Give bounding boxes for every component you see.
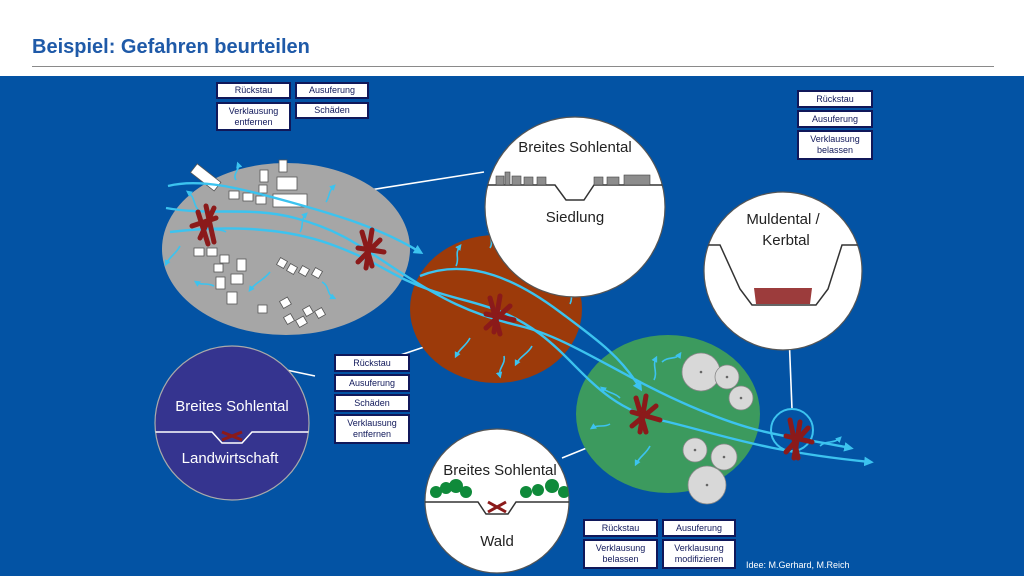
debris-jam-settlement-right bbox=[355, 227, 387, 271]
wald-profile bbox=[425, 479, 569, 515]
landwirtschaft-caption: Landwirtschaft bbox=[182, 450, 280, 467]
siedlung-profile bbox=[485, 171, 665, 201]
callout-muldental bbox=[703, 191, 863, 351]
tag-mulde-ausuferung: Ausuferung bbox=[797, 110, 873, 128]
diagram-area: Breites Sohlental Siedlung Muldental / K… bbox=[0, 76, 1024, 576]
wald-heading: Breites Sohlental bbox=[443, 462, 556, 479]
tag-siedlung-ausuferung: Ausuferung bbox=[295, 82, 369, 99]
tag-mitte-verklausung: Verklausung entfernen bbox=[334, 414, 410, 444]
tag-siedlung-rueckstau: Rückstau bbox=[216, 82, 291, 99]
debris-jam-forest bbox=[629, 393, 663, 435]
tag-mitte-rueckstau: Rückstau bbox=[334, 354, 410, 372]
callout-siedlung bbox=[484, 116, 666, 298]
flow-arrows bbox=[164, 161, 842, 467]
tag-siedlung-verklausung: Verklausung entfernen bbox=[216, 102, 291, 131]
bridge-crossing bbox=[770, 408, 814, 452]
slide-title: Beispiel: Gefahren beurteilen bbox=[32, 36, 310, 58]
debris-jam-bridge bbox=[783, 417, 815, 461]
settlement-buildings bbox=[189, 159, 327, 329]
forest-trees bbox=[681, 352, 754, 505]
tag-mitte-schaeden: Schäden bbox=[334, 394, 410, 412]
tree-centers bbox=[693, 370, 743, 487]
landwirtschaft-heading: Breites Sohlental bbox=[175, 398, 288, 415]
title-divider bbox=[32, 66, 994, 67]
landwirtschaft-profile bbox=[155, 430, 309, 444]
debris-jam-settlement-left bbox=[189, 203, 219, 247]
tag-unten-belassen: Verklausung belassen bbox=[583, 539, 658, 569]
tag-mulde-rueckstau: Rückstau bbox=[797, 90, 873, 108]
muldental-heading: Muldental / bbox=[746, 211, 820, 228]
siedlung-heading: Breites Sohlental bbox=[518, 139, 631, 156]
muldental-heading-2: Kerbtal bbox=[762, 232, 810, 249]
settlement-zone bbox=[162, 163, 410, 335]
wald-caption: Wald bbox=[480, 533, 514, 550]
tag-unten-modifizieren: Verklausung modifizieren bbox=[662, 539, 736, 569]
credit-text: Idee: M.Gerhard, M.Reich bbox=[746, 560, 850, 570]
tag-mitte-ausuferung: Ausuferung bbox=[334, 374, 410, 392]
main-streams bbox=[165, 181, 874, 467]
hazard-scene: Breites Sohlental Siedlung Muldental / K… bbox=[154, 116, 874, 574]
tag-siedlung-schaeden: Schäden bbox=[295, 102, 369, 119]
callout-landwirtschaft bbox=[154, 345, 310, 501]
muldental-profile bbox=[705, 244, 862, 306]
tag-mulde-verklausung: Verklausung belassen bbox=[797, 130, 873, 160]
debris-jams bbox=[189, 203, 815, 461]
siedlung-caption: Siedlung bbox=[546, 209, 604, 226]
debris-jam-meadow bbox=[483, 293, 517, 337]
tag-unten-rueckstau: Rückstau bbox=[583, 519, 658, 537]
tag-unten-ausuferung: Ausuferung bbox=[662, 519, 736, 537]
callout-wald bbox=[424, 428, 570, 574]
